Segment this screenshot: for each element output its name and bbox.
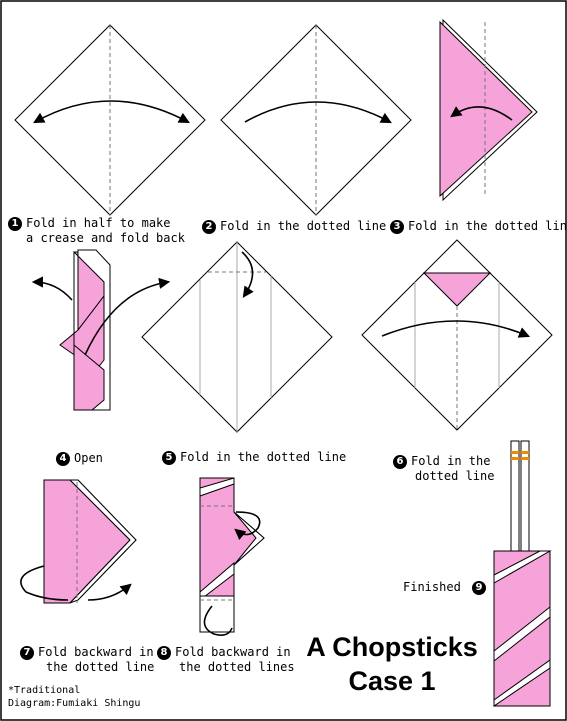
credit-line2: Diagram:Fumiaki Shingu bbox=[8, 698, 141, 709]
step-4-label: 4 Open bbox=[56, 451, 103, 466]
step-8-text-line2: the dotted lines bbox=[179, 660, 295, 674]
step-4-diagram bbox=[31, 249, 171, 411]
step-9-text: Finished bbox=[403, 580, 461, 594]
step-5-diagram bbox=[141, 241, 333, 433]
step-1-text-line1: Fold in half to make bbox=[26, 216, 171, 230]
credit-line1: *Traditional bbox=[8, 685, 81, 696]
step-8-diagram bbox=[199, 477, 265, 636]
step-2-diagram bbox=[220, 24, 412, 216]
step-1-text-line2: a crease and fold back bbox=[26, 231, 185, 245]
step-number-badge: 3 bbox=[390, 219, 404, 234]
step-7-diagram bbox=[20, 479, 137, 604]
step-4-text: Open bbox=[74, 451, 103, 465]
step-number-badge: 8 bbox=[157, 645, 171, 660]
step-9-label: Finished 9 bbox=[403, 580, 487, 595]
step-1-diagram bbox=[14, 24, 206, 216]
step-7-text-line1: Fold backward in bbox=[38, 645, 154, 659]
step-number-badge: 4 bbox=[56, 451, 70, 466]
title-line1: A Chopsticks bbox=[306, 632, 478, 662]
step-7-label: 7 Fold backward in the dotted line bbox=[20, 645, 154, 675]
diagram-title: A Chopsticks Case 1 bbox=[292, 630, 492, 698]
step-number-badge: 5 bbox=[162, 450, 176, 465]
step-6-text-line1: Fold in the bbox=[411, 454, 491, 468]
step-5-label: 5 Fold in the dotted line bbox=[162, 450, 346, 465]
title-line2: Case 1 bbox=[348, 666, 436, 696]
step-6-label: 6 Fold in the dotted line bbox=[393, 454, 494, 484]
step-9-diagram bbox=[493, 440, 552, 707]
step-2-text: Fold in the dotted line bbox=[220, 219, 387, 233]
credit-text: *Traditional Diagram:Fumiaki Shingu bbox=[8, 684, 140, 710]
step-7-text-line2: the dotted line bbox=[46, 660, 155, 674]
step-6-diagram bbox=[361, 239, 553, 431]
step-number-badge: 1 bbox=[8, 216, 22, 231]
step-5-text: Fold in the dotted line bbox=[180, 450, 347, 464]
step-2-label: 2 Fold in the dotted line bbox=[202, 219, 386, 234]
step-8-text-line1: Fold backward in bbox=[175, 645, 291, 659]
step-number-badge: 9 bbox=[472, 580, 487, 595]
step-number-badge: 2 bbox=[202, 219, 216, 234]
step-6-text-line2: dotted line bbox=[415, 469, 495, 483]
step-8-label: 8 Fold backward in the dotted lines bbox=[157, 645, 295, 675]
step-3-diagram bbox=[439, 18, 538, 202]
step-1-label: 1 Fold in half to make a crease and fold … bbox=[8, 216, 185, 246]
step-number-badge: 7 bbox=[20, 645, 34, 660]
step-3-label: 3 Fold in the dotted line bbox=[390, 219, 567, 234]
step-number-badge: 6 bbox=[393, 454, 407, 469]
step-3-text: Fold in the dotted line bbox=[408, 219, 567, 233]
